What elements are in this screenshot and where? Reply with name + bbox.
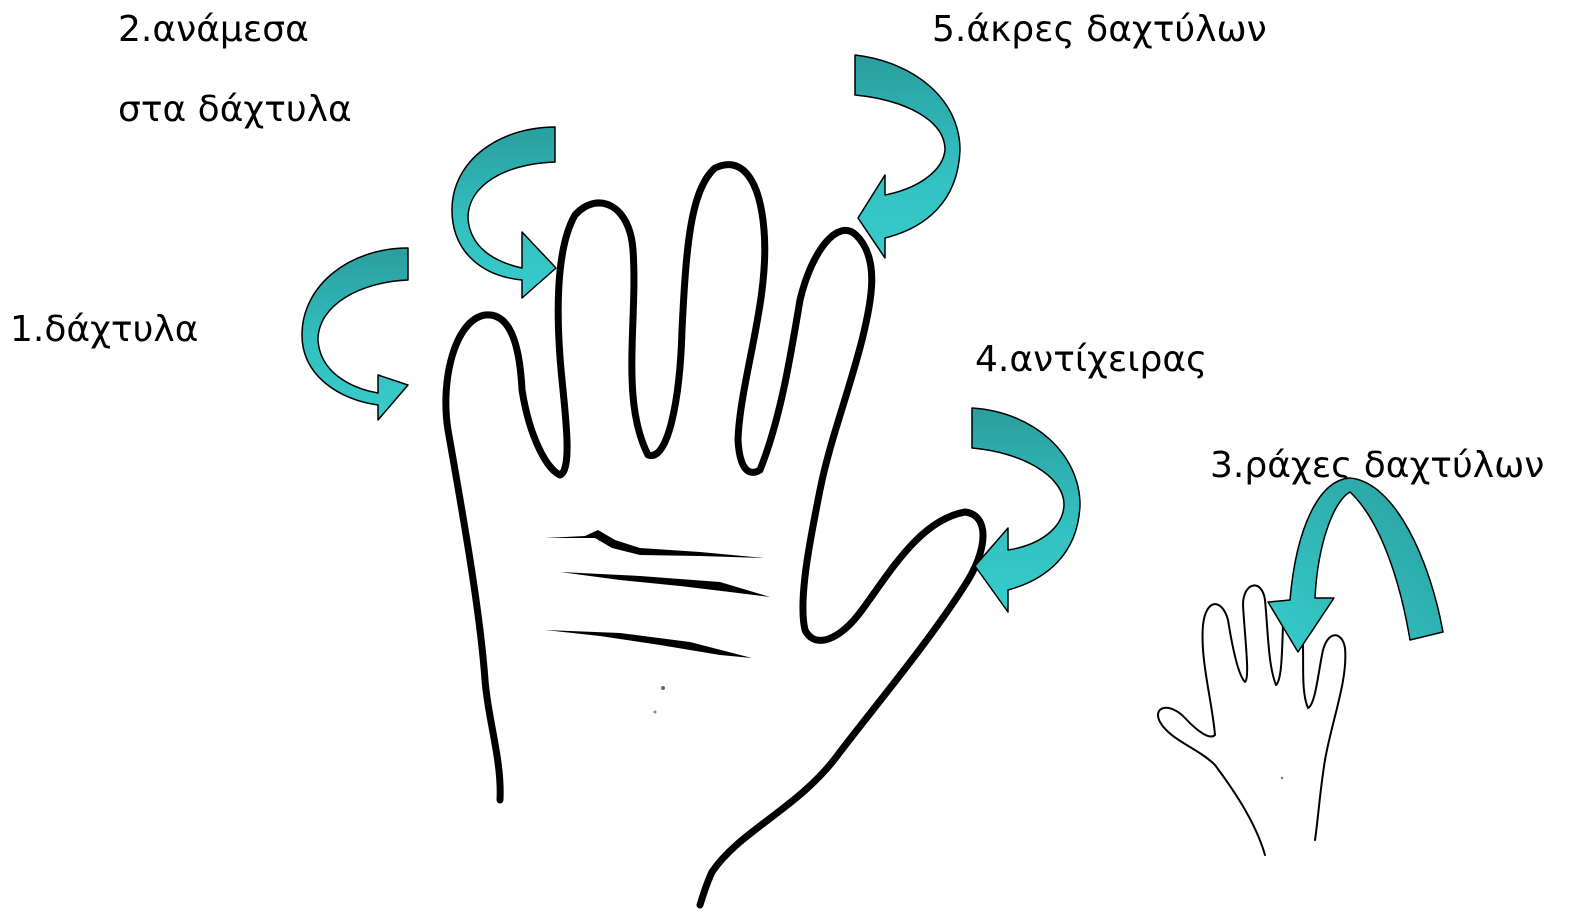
arrow-step5-icon <box>855 55 960 258</box>
small-hand-outline <box>1158 585 1345 855</box>
small-palm-dot <box>1281 777 1283 779</box>
arrow-step3-icon <box>1268 478 1443 652</box>
palm-dot-2 <box>654 711 657 714</box>
palm-crease-1 <box>545 530 765 558</box>
arrow-step2-icon <box>452 127 556 298</box>
palm-crease-3 <box>545 630 752 658</box>
palm-crease-2 <box>560 572 770 597</box>
arrow-step1-icon <box>302 248 408 420</box>
arrow-step4-icon <box>972 408 1080 612</box>
palm-dot-1 <box>661 686 665 690</box>
